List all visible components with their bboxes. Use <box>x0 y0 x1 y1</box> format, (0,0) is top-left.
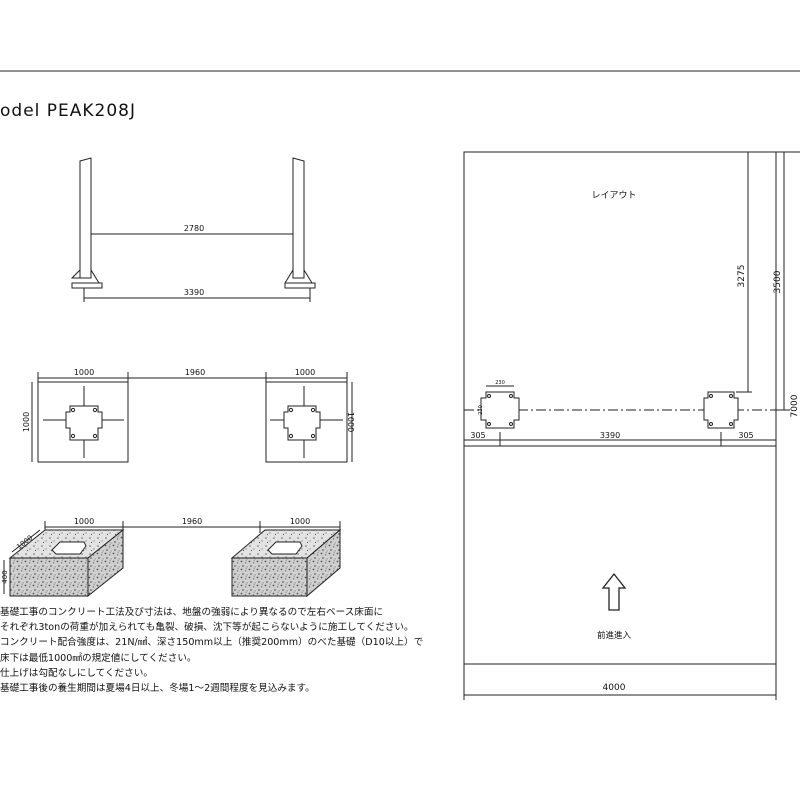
plan-right-depth: 1000 <box>346 412 355 432</box>
plan-gap: 1960 <box>185 368 205 377</box>
layout-right-post <box>703 391 739 429</box>
plan-left-width: 1000 <box>74 368 94 377</box>
plan-left-depth: 1000 <box>22 412 31 432</box>
front-view <box>70 157 316 302</box>
note-line: それぞれ3tonの荷重が加えられても亀裂、破損、沈下等が起こらないように施工して… <box>0 622 414 634</box>
note-line: 基礎工事のコンクリート工法及び寸法は、地盤の強弱により異なるので左右ベース床面に <box>0 607 384 618</box>
plan-right-plate <box>283 405 321 441</box>
layout-dim-4000: 4000 <box>603 683 626 693</box>
layout-dim-230: 230 <box>495 380 505 386</box>
iso-right-width: 1000 <box>290 517 310 526</box>
layout-dim-7000: 7000 <box>790 394 800 417</box>
iso-right-front <box>231 557 308 597</box>
layout-entry-label: 前進進入 <box>597 630 632 641</box>
layout-title: レイアウト <box>591 190 636 201</box>
layout-dim-3390: 3390 <box>600 431 620 440</box>
iso-left-front <box>9 557 89 597</box>
note-line: 床下は最低1000㎟の規定値にしてください。 <box>0 652 197 664</box>
layout-dim-3275: 3275 <box>737 265 747 288</box>
note-line: 基礎工事後の養生期間は夏場4日以上、冬場1〜2週間程度を見込みます。 <box>0 683 315 695</box>
iso-view <box>3 521 342 598</box>
right-column <box>292 157 305 279</box>
iso-left-side <box>87 528 124 598</box>
iso-gap: 1960 <box>182 517 202 526</box>
plan-right-width: 1000 <box>295 368 315 377</box>
plan-view <box>31 372 353 463</box>
front-outer-dim: 3390 <box>184 288 204 297</box>
construction-notes: 基礎工事のコンクリート工法及び寸法は、地盤の強弱により異なるので左右ベース床面に… <box>0 605 423 696</box>
left-base-plate <box>71 282 103 289</box>
left-column <box>79 157 92 279</box>
layout-dim-305-left: 305 <box>470 431 485 440</box>
layout-dim-230-side: 230 <box>478 405 484 415</box>
entry-arrow-icon <box>601 572 627 611</box>
note-line: 仕上げは勾配なしにしてください。 <box>0 667 153 679</box>
layout-dim-305-right: 305 <box>738 431 753 440</box>
iso-right-side <box>306 528 341 598</box>
layout-view <box>463 151 800 700</box>
note-line: コンクリート配合強度は、21N/㎟、深さ150mm以上（推奨200mm）のべた基… <box>0 637 424 649</box>
iso-left-width: 1000 <box>74 517 94 526</box>
front-inner-dim: 2780 <box>184 224 204 233</box>
right-base-plate <box>284 282 316 289</box>
layout-left-post <box>480 391 520 429</box>
iso-height: 400 <box>1 570 9 583</box>
plan-left-plate <box>65 405 103 441</box>
model-title: odel PEAK208J <box>0 101 137 121</box>
layout-dim-3500: 3500 <box>773 270 783 293</box>
